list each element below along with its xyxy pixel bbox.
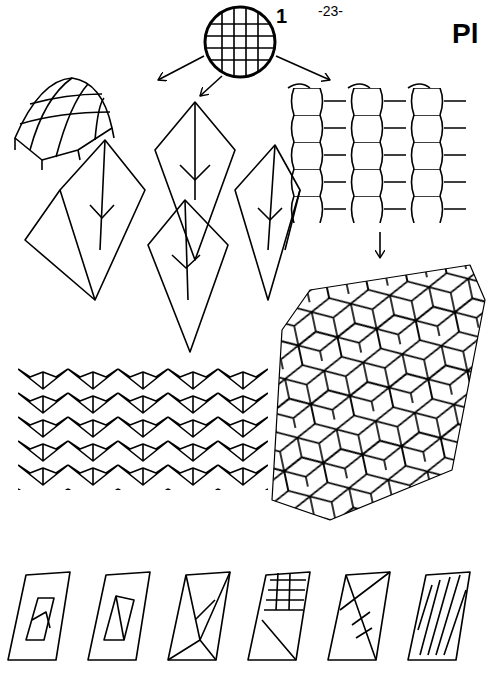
- plate-label: Pl: [452, 20, 478, 48]
- callout-number: 1: [276, 6, 287, 26]
- page-number: -23-: [318, 4, 343, 18]
